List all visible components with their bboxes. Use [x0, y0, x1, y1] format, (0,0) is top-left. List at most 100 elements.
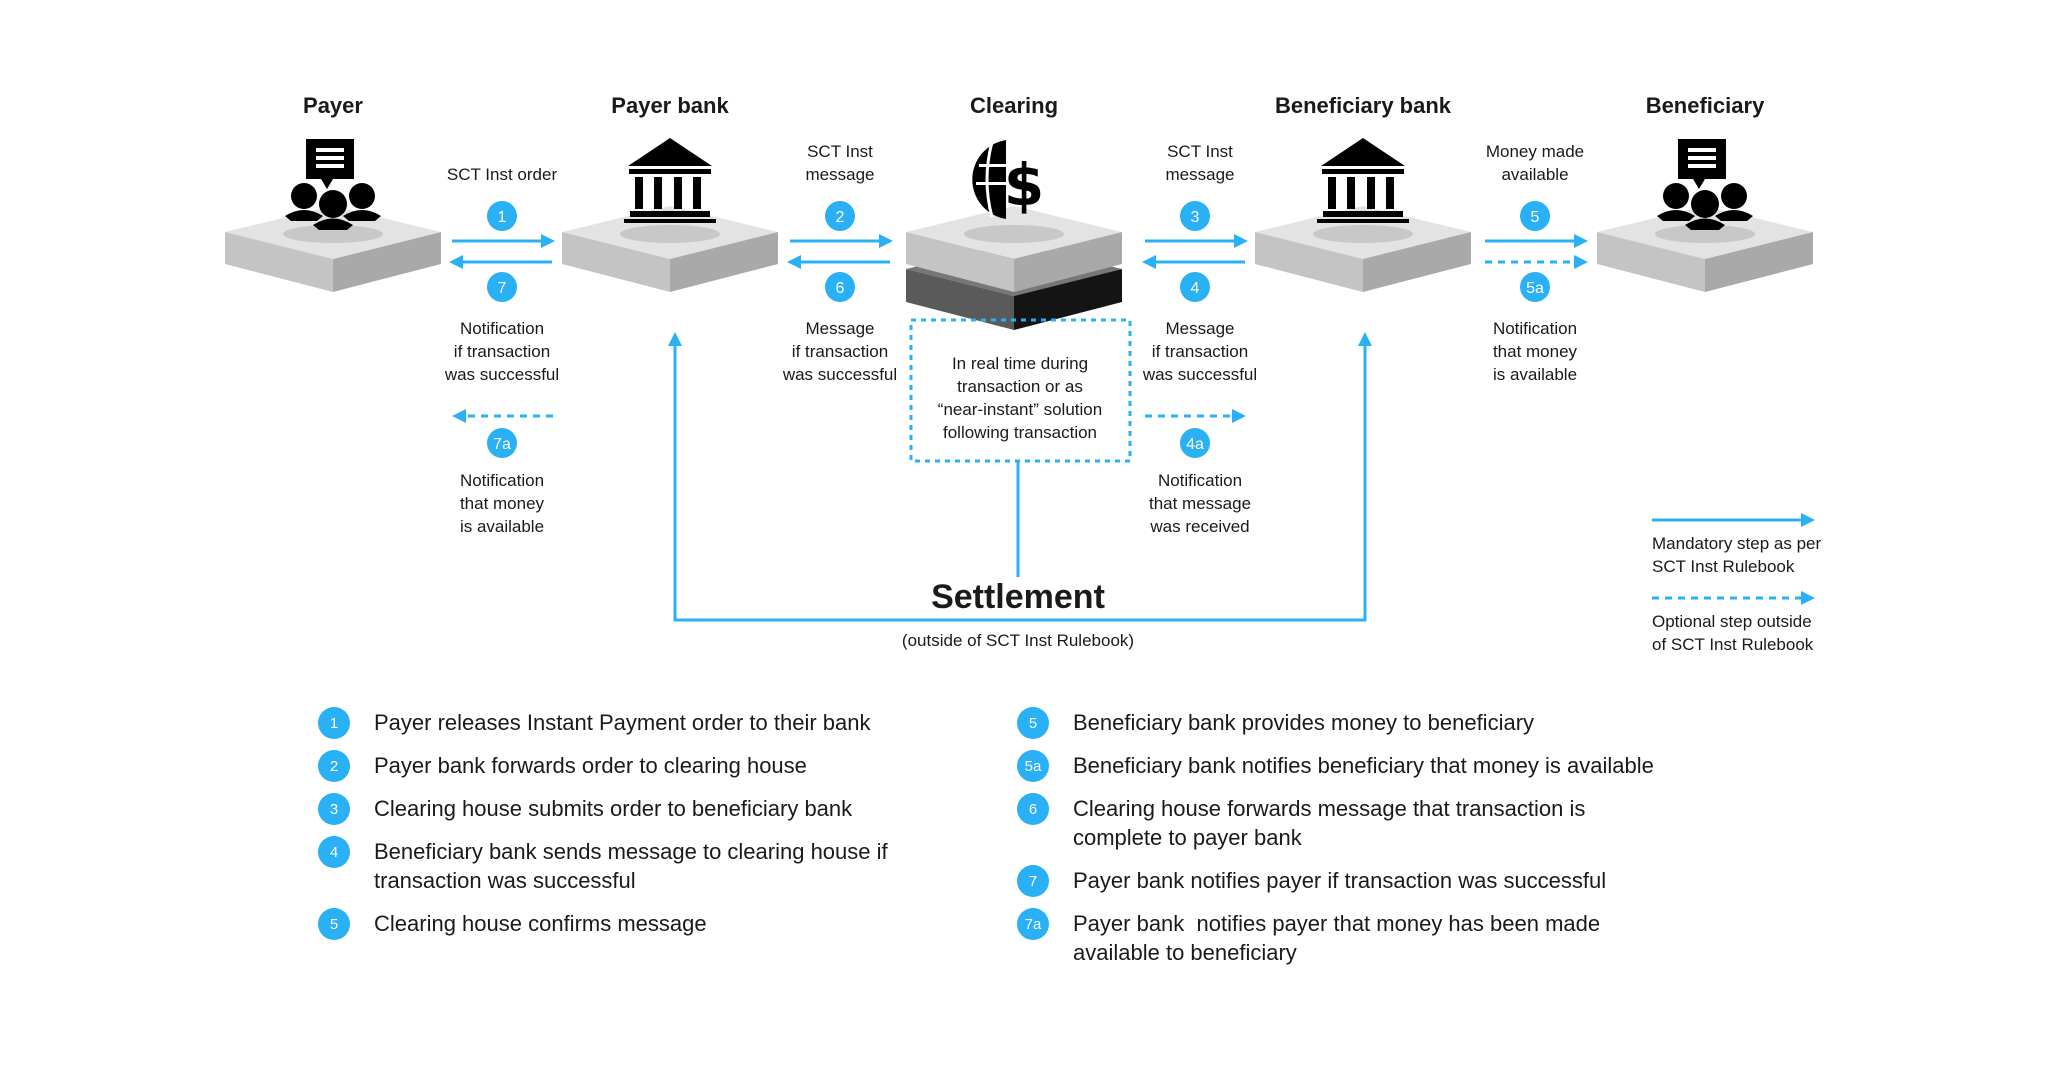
- people-chat-icon: [285, 139, 381, 230]
- step-badge-4: [1180, 272, 1210, 302]
- legend-item: 5a Beneficiary bank notifies beneficiary…: [1017, 750, 1777, 782]
- legend-item: 3 Clearing house submits order to benefi…: [318, 793, 978, 825]
- legend-item: 2 Payer bank forwards order to clearing …: [318, 750, 978, 782]
- legend-text: Clearing house submits order to benefici…: [374, 796, 853, 821]
- flow-label: message: [806, 165, 875, 184]
- step-badge-3-text: 3: [1191, 209, 1200, 226]
- flow-label: was successful: [782, 365, 897, 384]
- flow-optional-7a: 7a Notification that money is available: [452, 409, 553, 536]
- flow-label: if transaction: [1152, 342, 1248, 361]
- flow-label: is available: [1493, 365, 1577, 384]
- step-badge-5-text: 5: [1531, 209, 1540, 226]
- platform-payer: [225, 206, 441, 292]
- actor-title-payer-bank: Payer bank: [611, 93, 729, 118]
- flow-payer-payer-bank: SCT Inst order 1 7 Notification if trans…: [444, 165, 559, 384]
- legend-text: Payer bank notifies payer that money has…: [1073, 911, 1607, 965]
- globe-dollar-icon: $: [972, 140, 1044, 219]
- legend-item: 4 Beneficiary bank sends message to clea…: [318, 836, 978, 895]
- legend-text: Payer bank forwards order to clearing ho…: [374, 753, 807, 778]
- clearing-note: In real time during transaction or as “n…: [909, 318, 1132, 463]
- legend-item: 5 Beneficiary bank provides money to ben…: [1017, 707, 1777, 739]
- flow-label: Message: [1166, 319, 1235, 338]
- step-badge: 6: [1017, 793, 1049, 825]
- flow-label: Money made: [1486, 142, 1584, 161]
- flow-beneficiary-bank-beneficiary: Money made available 5 5a Notification t…: [1485, 142, 1588, 384]
- legend-text: Payer bank notifies payer if transaction…: [1073, 868, 1607, 893]
- flow-optional-4a: 4a Notification that message was receive…: [1145, 409, 1251, 536]
- step-badge: 5: [318, 908, 350, 940]
- step-badge-6-text: 6: [836, 280, 845, 297]
- actor-title-beneficiary: Beneficiary: [1646, 93, 1765, 118]
- step-badge-4a: [1180, 428, 1210, 458]
- step-legend-left: 1 Payer releases Instant Payment order t…: [318, 707, 978, 952]
- legend-text: Beneficiary bank sends message to cleari…: [374, 839, 888, 893]
- flow-label: that money: [460, 494, 545, 513]
- step-badge: 7a: [1017, 908, 1049, 940]
- step-badge: 2: [318, 750, 350, 782]
- legend-item: 7a Payer bank notifies payer that money …: [1017, 908, 1777, 967]
- svg-text:$: $: [1004, 151, 1044, 219]
- step-badge-4-text: 4: [1191, 280, 1200, 297]
- step-badge-5a: [1520, 272, 1550, 302]
- legend-text: Clearing house forwards message that tra…: [1073, 796, 1586, 850]
- flow-label: SCT Inst: [1167, 142, 1233, 161]
- step-badge-2-text: 2: [836, 209, 845, 226]
- key-mandatory-label: SCT Inst Rulebook: [1652, 557, 1795, 576]
- step-badge-7-text: 7: [498, 280, 507, 297]
- actor-title-clearing: Clearing: [970, 93, 1058, 118]
- flow-label: Notification: [1158, 471, 1242, 490]
- people-chat-icon: [1657, 139, 1753, 230]
- flow-label: SCT Inst: [807, 142, 873, 161]
- actor-title-payer: Payer: [303, 93, 363, 118]
- step-badge: 5: [1017, 707, 1049, 739]
- arrow-key: Mandatory step as per SCT Inst Rulebook …: [1652, 513, 1821, 654]
- legend-item: 6 Clearing house forwards message that t…: [1017, 793, 1777, 852]
- step-badge-2: [825, 201, 855, 231]
- legend-text: Payer releases Instant Payment order to …: [374, 710, 871, 735]
- flow-label: message: [1166, 165, 1235, 184]
- legend-item: 7 Payer bank notifies payer if transacti…: [1017, 865, 1777, 897]
- flow-label: was received: [1149, 517, 1249, 536]
- settlement-subtitle: (outside of SCT Inst Rulebook): [902, 631, 1134, 650]
- step-badge: 4: [318, 836, 350, 868]
- flow-label: is available: [460, 517, 544, 536]
- step-badge: 1: [318, 707, 350, 739]
- key-optional-label: Optional step outside: [1652, 612, 1812, 631]
- platform-beneficiary-bank: [1255, 206, 1471, 292]
- flow-payer-bank-clearing: SCT Inst message 2 6 Message if transact…: [782, 142, 897, 384]
- flow-label: was successful: [444, 365, 559, 384]
- flow-clearing-beneficiary-bank: SCT Inst message 3 4 Message if transact…: [1142, 142, 1257, 384]
- step-badge-6: [825, 272, 855, 302]
- flow-label: that money: [1493, 342, 1578, 361]
- legend-text: Clearing house confirms message: [374, 911, 707, 936]
- key-optional-label: of SCT Inst Rulebook: [1652, 635, 1814, 654]
- platform-payer-bank: [562, 206, 778, 292]
- flow-label: SCT Inst order: [447, 165, 558, 184]
- step-badge-7: [487, 272, 517, 302]
- step-legend-right: 5 Beneficiary bank provides money to ben…: [1017, 707, 1777, 979]
- step-badge-3: [1180, 201, 1210, 231]
- flow-label: Notification: [460, 319, 544, 338]
- flow-label: available: [1501, 165, 1568, 184]
- legend-item: 5 Clearing house confirms message: [318, 908, 978, 940]
- actor-title-beneficiary-bank: Beneficiary bank: [1275, 93, 1452, 118]
- step-badge-5: [1520, 201, 1550, 231]
- platform-clearing: [906, 206, 1122, 330]
- step-badge-7a: [487, 428, 517, 458]
- step-badge: 7: [1017, 865, 1049, 897]
- platform-beneficiary: [1597, 206, 1813, 292]
- flow-label: Notification: [460, 471, 544, 490]
- legend-text: Beneficiary bank notifies beneficiary th…: [1073, 753, 1654, 778]
- clearing-note-line: “near-instant” solution: [938, 400, 1102, 419]
- flow-label: that message: [1149, 494, 1251, 513]
- legend-text: Beneficiary bank provides money to benef…: [1073, 710, 1535, 735]
- step-badge: 5a: [1017, 750, 1049, 782]
- key-mandatory-label: Mandatory step as per: [1652, 534, 1821, 553]
- flow-label: was successful: [1142, 365, 1257, 384]
- flow-label: if transaction: [792, 342, 888, 361]
- step-badge-1-text: 1: [498, 209, 507, 226]
- flow-label: Message: [806, 319, 875, 338]
- step-badge-1: [487, 201, 517, 231]
- settlement-connectors: [668, 332, 1372, 622]
